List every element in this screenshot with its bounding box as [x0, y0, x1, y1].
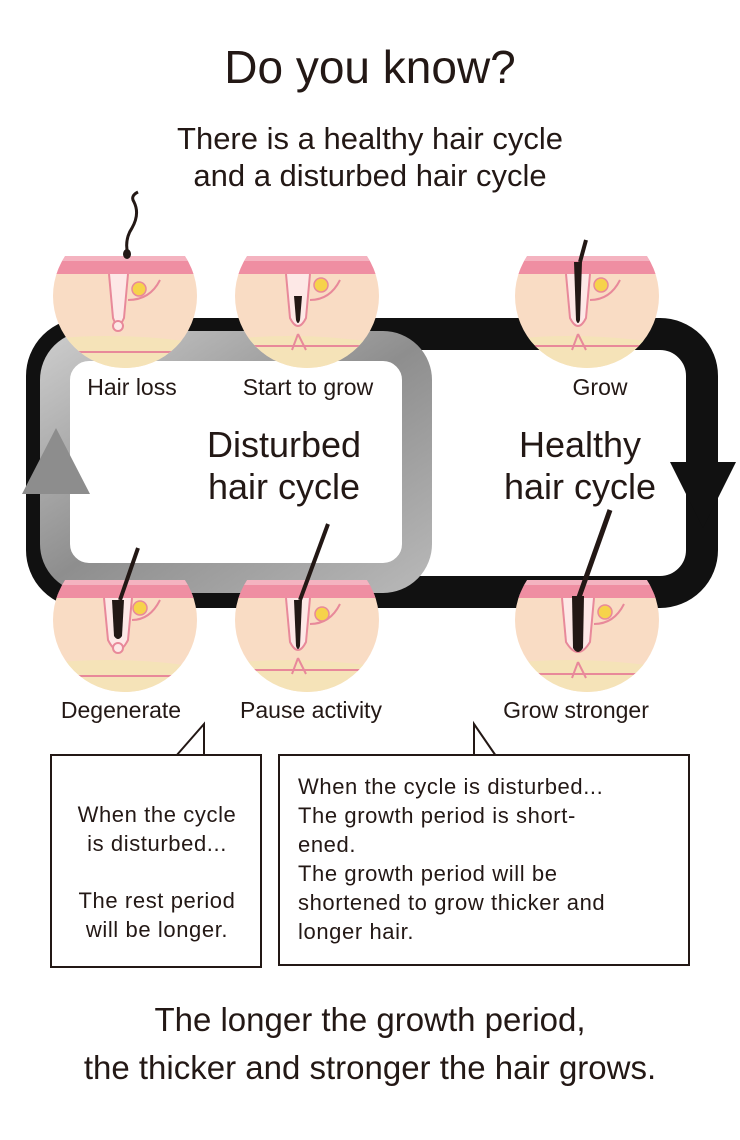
callout-line: shortened to grow thicker and — [298, 890, 606, 915]
stage-label-start-to-grow: Start to grow — [242, 374, 374, 400]
page-title: Do you know? — [224, 41, 516, 93]
callout-line: When the cycle is disturbed... — [298, 774, 604, 799]
follicle-pause-activity-icon — [235, 580, 379, 692]
footer-line: The longer the growth period, — [154, 1001, 586, 1038]
callout-line: ened. — [298, 832, 357, 857]
callout-line: When the cycle — [77, 802, 237, 827]
callout-box-right: When the cycle is disturbed... The growt… — [278, 754, 690, 966]
callout-left-text: When the cycle is disturbed... The rest … — [58, 800, 256, 944]
down-arrow-icon — [670, 462, 736, 528]
hair-strand-icon — [578, 239, 588, 263]
callout-line: The rest period — [78, 888, 236, 913]
callout-box-left: When the cycle is disturbed... The rest … — [50, 754, 262, 968]
hair-strand-icon — [575, 509, 613, 601]
falling-hair-icon — [125, 190, 139, 256]
callout-line: The growth period will be — [298, 861, 558, 886]
page-subtitle: There is a healthy hair cycle and a dist… — [0, 120, 740, 194]
subtitle-line: and a disturbed hair cycle — [193, 158, 547, 193]
callout-line: The growth period is short- — [298, 803, 576, 828]
stage-label-grow: Grow — [572, 374, 628, 400]
subtitle-line: There is a healthy hair cycle — [177, 121, 563, 156]
footer-message: The longer the growth period, the thicke… — [0, 996, 740, 1092]
stage-label-pause-activity: Pause activity — [240, 697, 382, 723]
cycle-title-line: hair cycle — [503, 466, 657, 507]
disturbed-cycle-loop — [22, 331, 432, 593]
follicle-degenerate-icon — [53, 580, 197, 692]
follicle-start-to-grow-icon — [235, 256, 379, 368]
callout-pointer-left — [175, 721, 205, 757]
follicle-grow-stronger-icon — [515, 580, 659, 692]
callout-line: longer hair. — [298, 919, 415, 944]
healthy-cycle-title: Healthy hair cycle — [482, 424, 678, 508]
callout-line: is disturbed... — [87, 831, 227, 856]
hair-strand-icon — [118, 547, 140, 601]
stage-label-grow-stronger: Grow stronger — [503, 697, 649, 723]
callout-pointer-right — [473, 720, 497, 757]
stage-label-hair-loss: Hair loss — [87, 374, 177, 400]
cycle-title-line: Disturbed — [206, 424, 362, 465]
stage-label-degenerate: Degenerate — [60, 697, 182, 723]
follicle-grow-icon — [515, 256, 659, 368]
cycle-title-line: Healthy — [518, 424, 642, 465]
follicle-hair-loss-icon — [53, 256, 197, 368]
footer-line: the thicker and stronger the hair grows. — [83, 1049, 657, 1086]
up-arrow-icon — [22, 428, 90, 494]
hair-strand-icon — [298, 523, 330, 601]
disturbed-cycle-title: Disturbed hair cycle — [186, 424, 382, 508]
callout-right-text: When the cycle is disturbed... The growt… — [298, 772, 688, 946]
cycle-title-line: hair cycle — [207, 466, 361, 507]
callout-line: will be longer. — [85, 917, 229, 942]
